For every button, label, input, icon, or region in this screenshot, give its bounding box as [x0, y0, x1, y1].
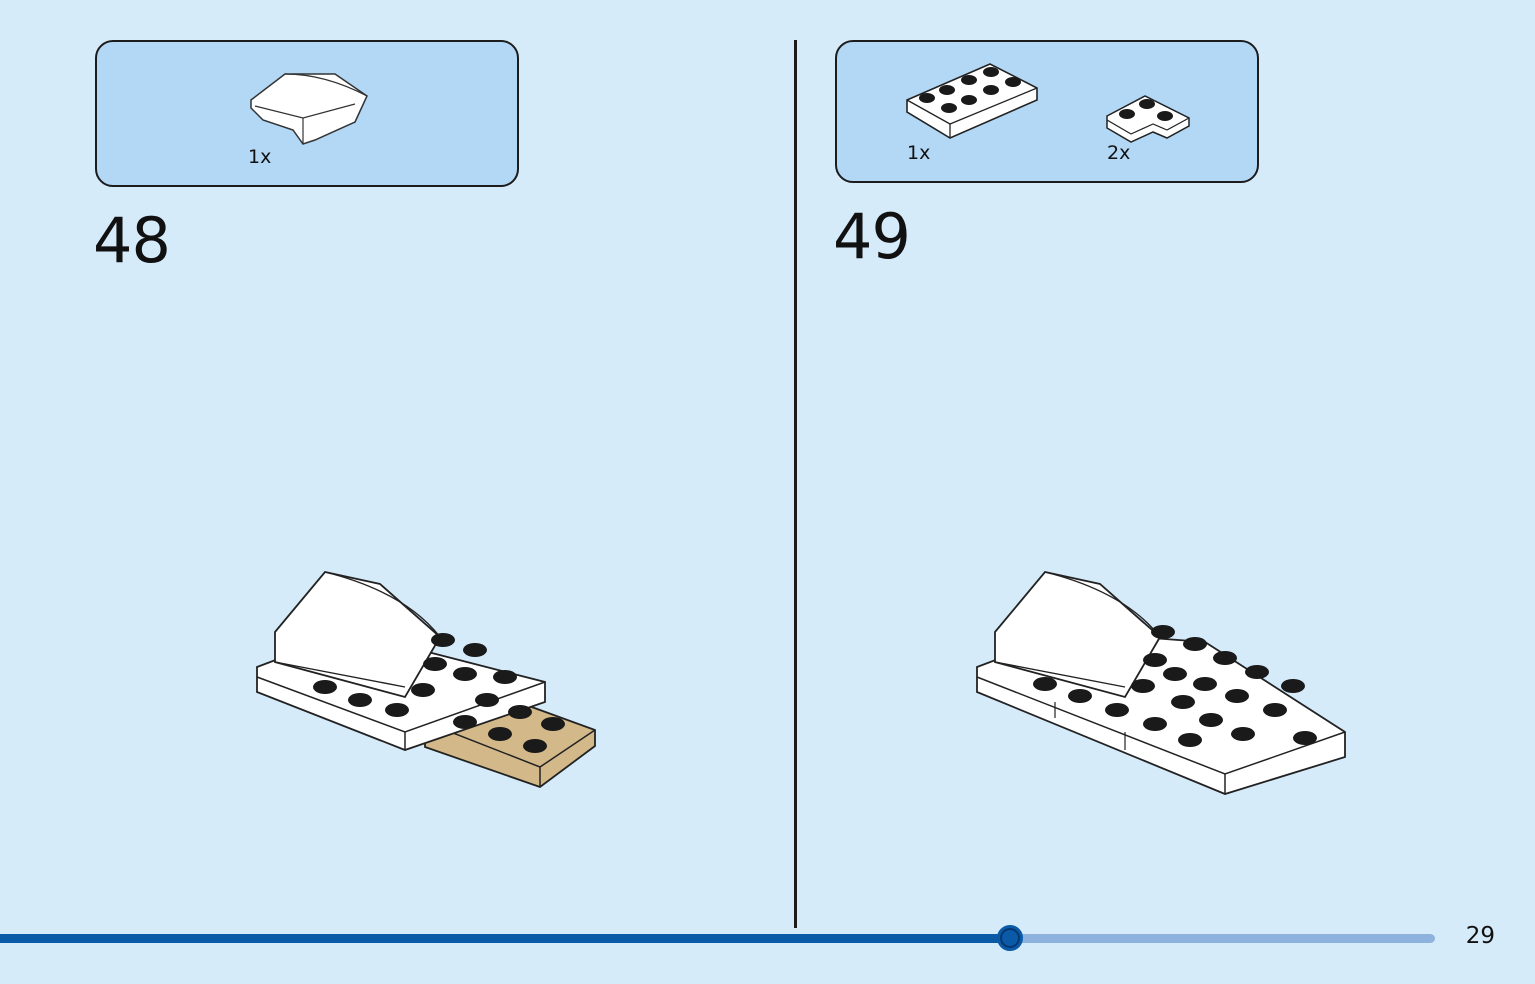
plate-2x4-part-icon — [906, 63, 1038, 139]
progress-knob[interactable] — [997, 925, 1023, 951]
step-number-49: 49 — [833, 200, 911, 273]
curved-slope-part-icon — [250, 73, 368, 145]
corner-plate-part-icon — [1106, 95, 1190, 143]
part-quantity: 2x — [1107, 142, 1131, 164]
part-quantity: 1x — [907, 142, 931, 164]
page-divider — [794, 40, 797, 928]
progress-fill — [0, 934, 1010, 943]
step-number-48: 48 — [93, 204, 171, 277]
part-quantity: 1x — [248, 146, 272, 168]
parts-callout-step-48: 1x — [95, 40, 519, 187]
step-49-assembly-illustration — [976, 571, 1346, 795]
step-48-assembly-illustration — [256, 571, 596, 789]
parts-callout-step-49: 1x 2x — [835, 40, 1259, 183]
page-number: 29 — [1465, 923, 1495, 949]
